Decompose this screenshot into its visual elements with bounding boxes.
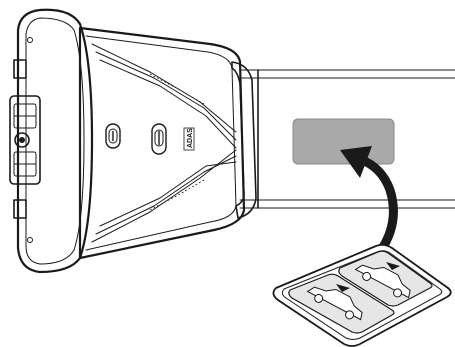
brand-mark: ADAS bbox=[184, 128, 194, 150]
car-pad-tray bbox=[273, 245, 450, 346]
brand-mark-text: ADAS bbox=[187, 128, 194, 148]
rotary-knob-icon bbox=[106, 124, 120, 148]
rotary-knob-icon bbox=[152, 124, 166, 154]
target-panel bbox=[293, 119, 394, 164]
